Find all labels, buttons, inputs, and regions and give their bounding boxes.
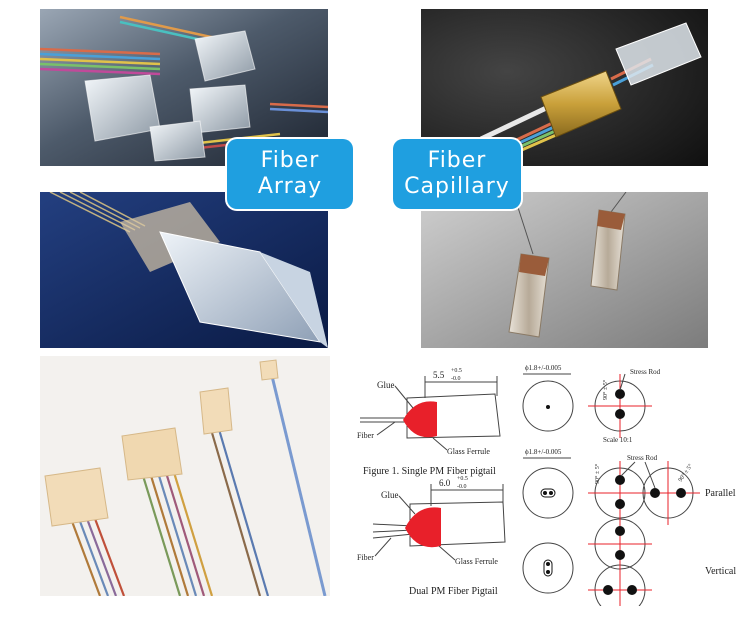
dim-2-plus: +0.5 xyxy=(457,476,468,482)
dim-1-plus: +0.5 xyxy=(451,368,462,374)
pm-fiber-pigtail-diagram: 5.5 +0.5 -0.0 Glue Fiber Glass Ferrule F… xyxy=(355,356,750,606)
fiber-array-badge-line1: Fiber xyxy=(260,148,320,173)
glue-label-2: Glue xyxy=(381,490,399,500)
glue-label-1: Glue xyxy=(377,380,395,390)
phi-label-1: ϕ1.8+/-0.005 xyxy=(525,364,562,372)
angle-label-2: 90° ± 5° xyxy=(594,463,601,484)
fiber-capillary-badge: Fiber Capillary xyxy=(393,139,521,209)
fiber-capillary-photo-bottom xyxy=(421,192,708,348)
fiber-array-badge: Fiber Array xyxy=(227,139,353,209)
phi-label-2: ϕ1.8+/-0.005 xyxy=(525,448,562,456)
figure-1-caption: Figure 1. Single PM Fiber pigtail xyxy=(363,466,496,477)
dim-1-main: 5.5 xyxy=(433,370,445,380)
fiber-label-1: Fiber xyxy=(357,431,374,440)
angle-label-1: 90° ± 5° xyxy=(602,379,609,400)
fiber-array-badge-line2: Array xyxy=(257,174,323,199)
dim-2-minus: -0.0 xyxy=(457,484,467,490)
fiber-capillary-badge-line1: Fiber xyxy=(427,148,487,173)
fiber-label-2: Fiber xyxy=(357,553,374,562)
glass-ferrule-label-2: Glass Ferrule xyxy=(455,557,498,566)
fiber-array-photo-bottom xyxy=(40,192,328,348)
dim-2-main: 6.0 xyxy=(439,478,451,488)
angle-label-3: 90° ± 5° xyxy=(677,462,695,483)
pigtail-photo xyxy=(40,356,330,596)
stress-rod-label-2: Stress Rod xyxy=(627,454,658,462)
dim-1-minus: -0.0 xyxy=(451,376,461,382)
parallel-label: Parallel xyxy=(705,488,736,499)
dual-pm-caption: Dual PM Fiber Pigtail xyxy=(409,586,498,597)
glass-ferrule-label-1: Glass Ferrule xyxy=(447,447,490,456)
fiber-capillary-badge-line2: Capillary xyxy=(404,174,510,199)
stress-rod-label-1: Stress Rod xyxy=(630,368,661,376)
scale-label: Scale 10:1 xyxy=(603,436,633,444)
vertical-label: Vertical xyxy=(705,566,736,577)
